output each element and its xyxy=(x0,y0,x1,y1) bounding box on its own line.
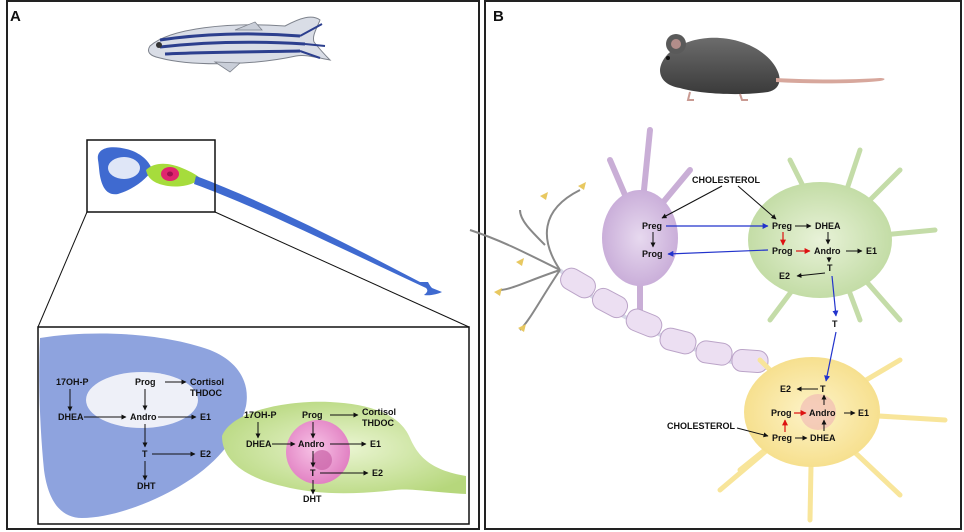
neuron-steroids: 17OH-P Prog Cortisol THDOC DHEA Andro E1… xyxy=(244,407,396,504)
radial-glia-cell-small xyxy=(97,147,442,296)
n-t: T xyxy=(310,468,316,478)
yellow-e1: E1 xyxy=(858,408,869,418)
rg-dhea: DHEA xyxy=(58,412,84,422)
rg-thdoc: THDOC xyxy=(190,388,222,398)
rg-t: T xyxy=(142,449,148,459)
green-astrocyte xyxy=(748,182,892,298)
green-t: T xyxy=(827,263,833,273)
rg-dht: DHT xyxy=(137,481,156,491)
cholesterol-top: CHOLESTEROL xyxy=(692,175,761,185)
axon-terminal-boutons xyxy=(494,182,586,332)
green-e2: E2 xyxy=(779,271,790,281)
n-e1: E1 xyxy=(370,439,381,449)
n-andro: Andro xyxy=(298,439,325,449)
green-e1: E1 xyxy=(866,246,877,256)
myelinated-axon xyxy=(558,267,769,374)
mouse-illustration xyxy=(660,34,885,101)
mouse-steroid-labels: CHOLESTEROL CHOLESTEROL Preg Prog Preg D… xyxy=(642,175,877,443)
green-dhea: DHEA xyxy=(815,221,841,231)
panel-a-label: A xyxy=(10,8,21,25)
purple-prog: Prog xyxy=(642,249,663,259)
axon-terminals xyxy=(469,189,581,331)
rg-andro: Andro xyxy=(130,412,157,422)
zoom-line-right xyxy=(214,211,470,328)
rg-cortisol: Cortisol xyxy=(190,377,224,387)
mouse-arrows xyxy=(650,185,863,441)
zoom-box xyxy=(86,139,216,213)
yellow-preg: Preg xyxy=(772,433,792,443)
yellow-dhea: DHEA xyxy=(810,433,836,443)
n-prog: Prog xyxy=(302,410,323,420)
purple-oligodendrocyte xyxy=(602,190,678,286)
green-prog: Prog xyxy=(772,246,793,256)
zoom-line-left xyxy=(37,211,88,328)
yellow-t: T xyxy=(820,384,826,394)
radial-glia-nucleus xyxy=(86,372,198,428)
panel-b-label: B xyxy=(493,8,504,25)
n-e2: E2 xyxy=(372,468,383,478)
n-dht: DHT xyxy=(303,494,322,504)
transport-t: T xyxy=(832,319,838,329)
yellow-e2: E2 xyxy=(780,384,791,394)
rg-e1: E1 xyxy=(200,412,211,422)
green-preg: Preg xyxy=(772,221,792,231)
green-andro: Andro xyxy=(814,246,841,256)
n-dhea: DHEA xyxy=(246,439,272,449)
radial-glia-steroids: 17OH-P Prog Cortisol THDOC DHEA Andro E1… xyxy=(56,377,224,491)
n-thdoc: THDOC xyxy=(362,418,394,428)
n-17ohp: 17OH-P xyxy=(244,410,277,420)
yellow-andro: Andro xyxy=(809,408,836,418)
yellow-prog: Prog xyxy=(771,408,792,418)
n-cortisol: Cortisol xyxy=(362,407,396,417)
purple-preg: Preg xyxy=(642,221,662,231)
zebrafish-illustration xyxy=(147,16,332,73)
rg-17ohp: 17OH-P xyxy=(56,377,89,387)
cholesterol-bottom: CHOLESTEROL xyxy=(667,421,736,431)
rg-prog: Prog xyxy=(135,377,156,387)
rg-e2: E2 xyxy=(200,449,211,459)
